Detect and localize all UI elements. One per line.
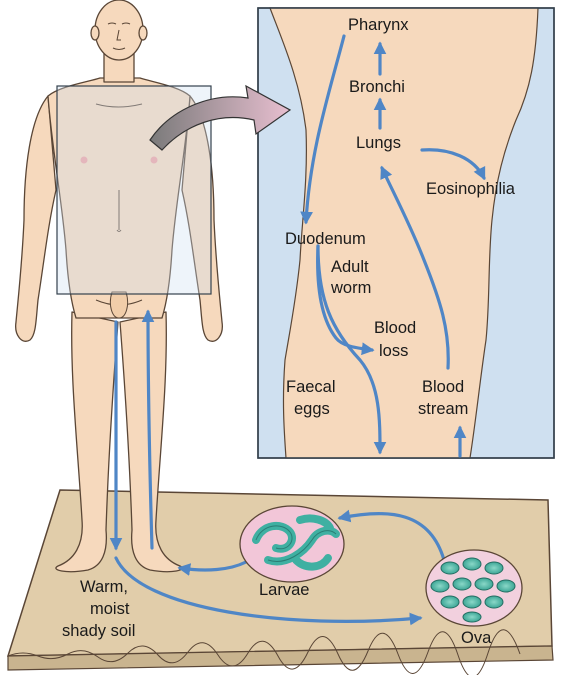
label-adult-worm-1: Adult (331, 258, 369, 276)
label-soil-2: moist (90, 600, 130, 618)
label-blood-loss-2: loss (379, 342, 408, 360)
ova-circle (426, 550, 522, 626)
label-pharynx: Pharynx (348, 16, 409, 34)
larvae-circle (240, 506, 344, 582)
label-blood-stream-1: Blood (422, 378, 464, 396)
label-bronchi: Bronchi (349, 78, 405, 96)
label-blood-stream-2: stream (418, 400, 468, 418)
label-lungs: Lungs (356, 134, 401, 152)
label-faecal-eggs-1: Faecal (286, 378, 336, 396)
label-faecal-eggs-2: eggs (294, 400, 330, 418)
label-eosinophilia: Eosinophilia (426, 180, 516, 198)
label-soil-3: shady soil (62, 622, 135, 640)
label-duodenum: Duodenum (285, 230, 366, 248)
label-soil-1: Warm, (80, 578, 128, 596)
groin (110, 292, 127, 318)
label-blood-loss-1: Blood (374, 319, 416, 337)
label-ova: Ova (461, 629, 492, 647)
label-adult-worm-2: worm (330, 279, 371, 297)
label-larvae: Larvae (259, 581, 309, 599)
